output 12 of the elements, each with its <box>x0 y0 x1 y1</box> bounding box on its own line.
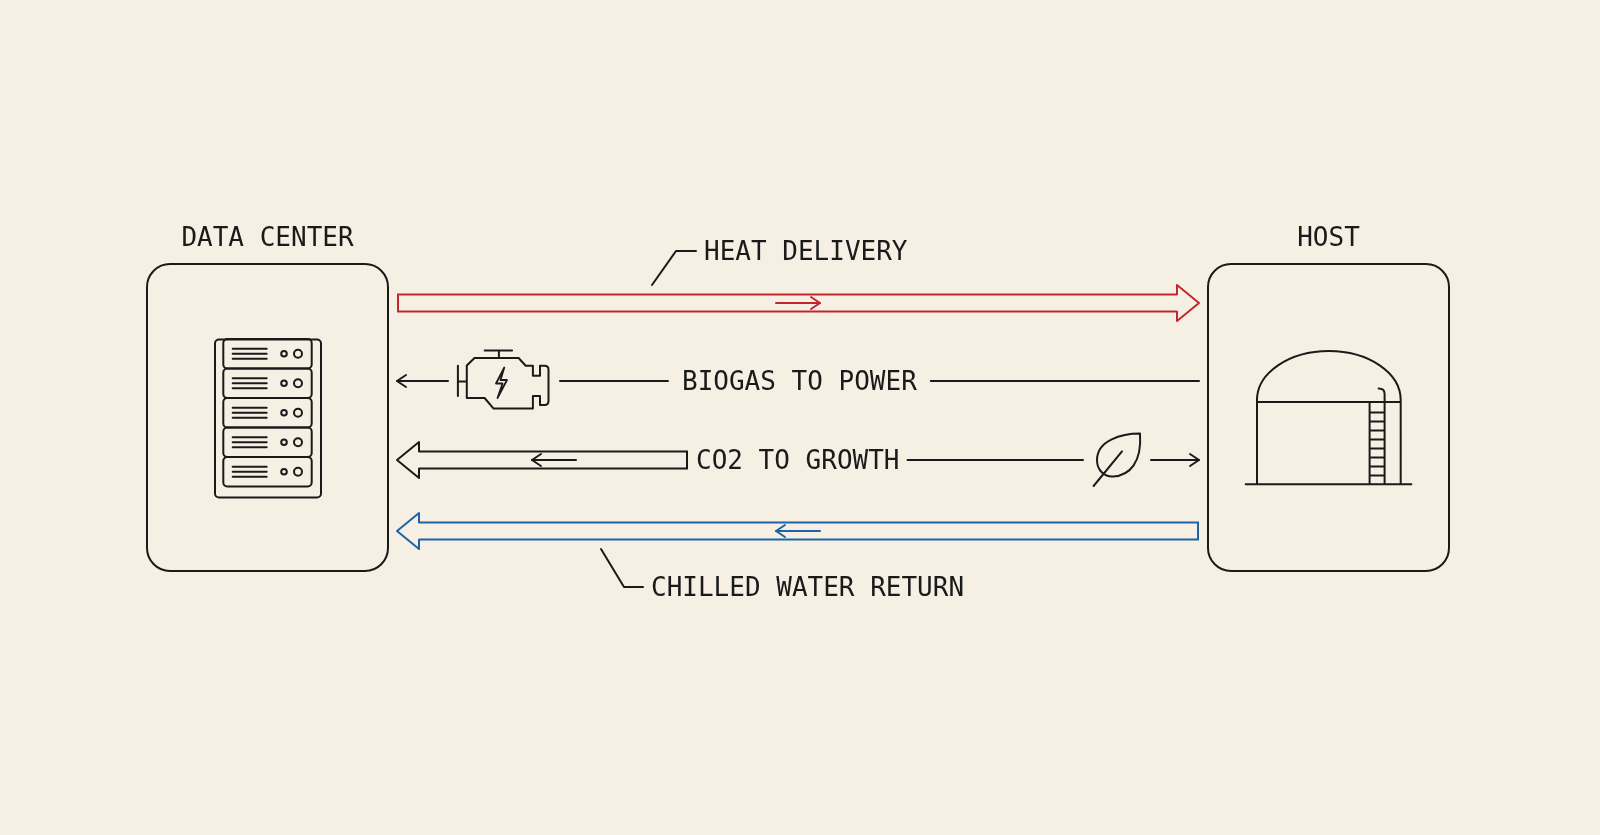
engine-icon <box>456 348 552 412</box>
block-arrow <box>396 441 688 479</box>
connector-line <box>559 380 1200 382</box>
connector-line <box>906 459 1084 461</box>
box-heading: DATA CENTER <box>181 224 354 250</box>
block-arrow <box>397 250 1200 322</box>
flow-label: CO2 TO GROWTH <box>696 447 900 473</box>
arrow <box>1150 453 1200 467</box>
box-heading: HOST <box>1297 224 1360 250</box>
leaf-icon <box>1091 431 1143 489</box>
arrow <box>396 374 449 388</box>
block-arrow <box>396 512 1199 588</box>
